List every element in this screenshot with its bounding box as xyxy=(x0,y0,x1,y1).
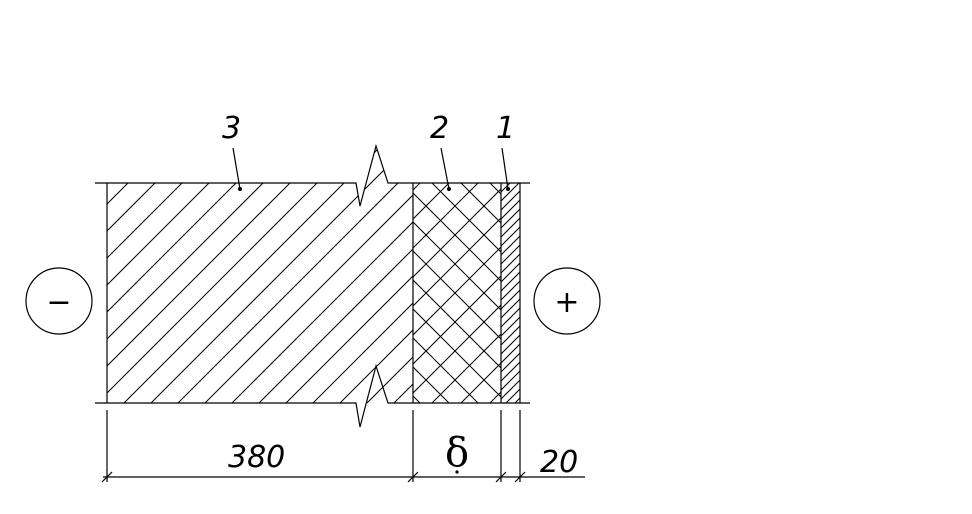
layer-1-hatch xyxy=(501,183,520,403)
warm-side-circle xyxy=(533,267,601,335)
layer-3-label: 3 xyxy=(222,111,241,146)
cold-side-circle xyxy=(25,267,93,335)
layer-2-label: 2 xyxy=(430,111,449,146)
leader-lines xyxy=(232,147,510,191)
insulation-thickness-label: δ xyxy=(445,430,469,476)
dimension-lines xyxy=(101,410,585,483)
layer-3-hatch xyxy=(107,146,413,404)
warm-side-symbol: + xyxy=(554,285,579,320)
wall-thickness-label: 380 xyxy=(228,440,285,475)
layer-2-crosshatch xyxy=(413,183,501,403)
layer-1-label: 1 xyxy=(496,111,515,146)
wall-outline xyxy=(95,143,530,428)
cold-side-symbol: − xyxy=(46,285,71,320)
finish-thickness-label: 20 xyxy=(540,445,578,480)
